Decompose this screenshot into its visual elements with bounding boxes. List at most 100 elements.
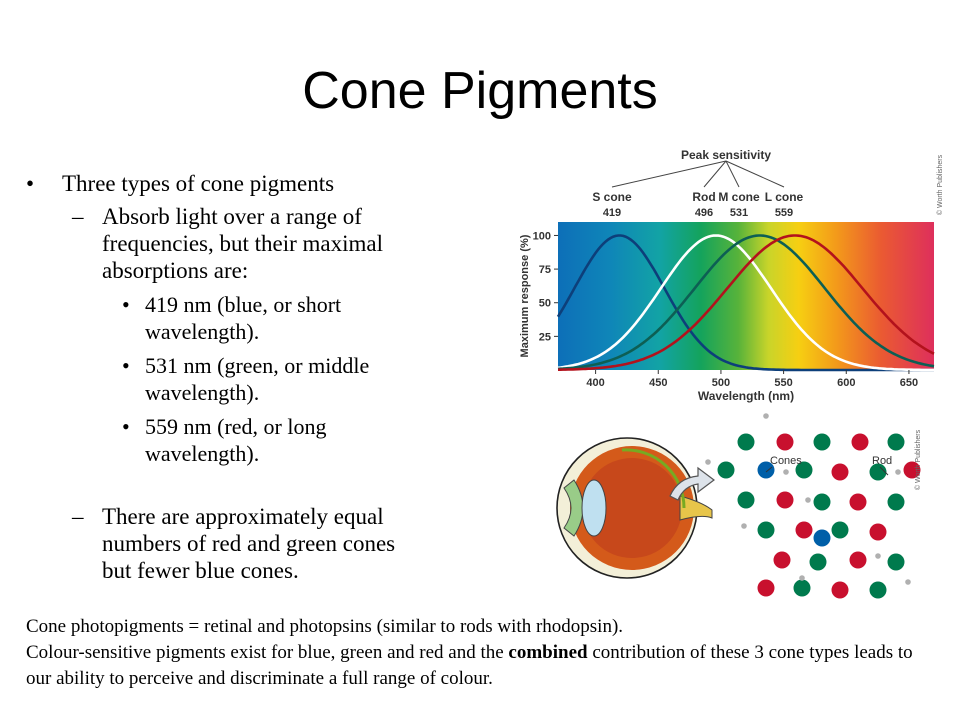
x-tick-label: 450: [649, 377, 667, 389]
x-tick-label: 600: [837, 377, 855, 389]
bullet-item: • 559 nm (red, or long wavelength).: [26, 413, 426, 467]
cone-cell-green: [887, 553, 905, 571]
peak-label: S cone: [592, 190, 632, 204]
x-axis-label: Wavelength (nm): [698, 389, 794, 403]
chart-credit: © Worth Publishers: [936, 154, 944, 215]
peak-label: M cone: [718, 190, 760, 204]
bullet-item-text: 531 nm (green, or middle wavelength).: [145, 353, 370, 405]
bullet-item-text: 419 nm (blue, or short wavelength).: [145, 292, 342, 344]
footer-line-2: Colour-sensitive pigments exist for blue…: [26, 640, 926, 692]
series-line-3: [558, 234, 935, 371]
cones-pointer: [765, 466, 773, 473]
cone-cell-red: [776, 433, 794, 451]
x-tick-label: 650: [900, 377, 918, 389]
peak-connector: [725, 160, 785, 188]
cones-label: Cones: [770, 455, 802, 467]
cone-cell-red: [851, 433, 869, 451]
cone-cell-green: [737, 491, 755, 509]
cone-cell-green: [813, 433, 831, 451]
cone-cell-green: [809, 553, 827, 571]
cone-cell-red: [831, 581, 849, 599]
retina-figure: Cones Rod © Worth Publishers: [552, 410, 932, 610]
rod-cell: [763, 413, 769, 419]
bullet-dot-icon: •: [122, 414, 130, 439]
rod-cell: [705, 459, 711, 465]
rod-label: Rod: [872, 455, 892, 467]
figure-credit: © Worth Publishers: [914, 429, 922, 490]
sensitivity-chart: S cone 419 Rod 496 M cone 531 L cone 559 400 450…: [514, 145, 960, 410]
cone-cell-red: [773, 551, 791, 569]
peak-connector: [703, 160, 727, 188]
chart-title: Peak sensitivity: [681, 148, 771, 162]
bullet-sub: – Absorb light over a range of frequenci…: [26, 203, 426, 284]
bullet-dot-icon: •: [26, 171, 35, 196]
cone-cell-red: [903, 461, 921, 479]
cone-cell-green: [793, 579, 811, 597]
series-line-2: [557, 234, 935, 371]
rod-cell: [805, 497, 811, 503]
rod-pointer: [879, 466, 889, 476]
dash-icon: –: [72, 504, 84, 529]
cone-cell-green: [869, 463, 887, 481]
bullet-item: • 531 nm (green, or middle wavelength).: [26, 352, 426, 406]
x-tick-label: 400: [586, 377, 604, 389]
bullet-main: • Three types of cone pigments: [26, 170, 426, 197]
arrow-icon: [669, 466, 715, 501]
peak-value: 496: [695, 207, 713, 219]
cone-cell-red: [849, 493, 867, 511]
bullet-dot-icon: •: [122, 353, 130, 378]
cone-cell-red: [869, 523, 887, 541]
bullet-item-text: 559 nm (red, or long wavelength).: [145, 414, 327, 466]
cone-cell-green: [757, 521, 775, 539]
y-tick-label: 75: [539, 264, 551, 276]
dash-icon: –: [72, 204, 84, 229]
peak-value: 419: [603, 207, 621, 219]
eye-icon: [556, 437, 713, 579]
cone-cell-blue: [813, 529, 831, 547]
x-tick-label: 500: [712, 377, 730, 389]
bullet-list: • Three types of cone pigments – Absorb …: [26, 170, 426, 584]
cone-cell-red: [776, 491, 794, 509]
sensitivity-chart-svg: S cone 419 Rod 496 M cone 531 L cone 559 400 450…: [519, 148, 944, 403]
spectrum-background: [558, 222, 934, 370]
y-axis-label: Maximum response (%): [519, 234, 531, 357]
bullet-sub-text: Absorb light over a range of frequencies…: [102, 204, 384, 283]
cone-cell-green: [737, 433, 755, 451]
x-tick-label: 550: [774, 377, 792, 389]
cone-cell-green: [813, 493, 831, 511]
cone-cell-green: [887, 433, 905, 451]
y-tick-label: 50: [539, 298, 551, 310]
cone-cell-green: [869, 581, 887, 599]
peak-label: Rod: [692, 190, 715, 204]
slide-title: Cone Pigments: [302, 62, 658, 120]
y-tick-label: 25: [539, 331, 551, 343]
rod-cell: [783, 469, 789, 475]
footer-line-1: Cone photopigments = retinal and photops…: [26, 616, 624, 637]
footer-text: Cone photopigments = retinal and photops…: [26, 614, 926, 692]
rod-cell: [905, 579, 911, 585]
cone-cell-red: [795, 521, 813, 539]
peak-value: 559: [775, 207, 793, 219]
rod-cell: [799, 575, 805, 581]
footer-bold-word: combined: [508, 642, 588, 663]
retina-figure-svg: Cones Rod © Worth Publishers: [556, 413, 922, 599]
rod-cell: [875, 553, 881, 559]
cone-cell-green: [795, 461, 813, 479]
bullet-dot-icon: •: [122, 292, 130, 317]
peak-value: 531: [730, 207, 748, 219]
peak-connector: [725, 160, 740, 188]
cone-cell-green: [887, 493, 905, 511]
cone-cell-red: [757, 579, 775, 597]
rod-cell: [741, 523, 747, 529]
bullet-main-text: Three types of cone pigments: [62, 171, 335, 196]
peak-label: L cone: [765, 190, 804, 204]
rod-cell: [895, 469, 901, 475]
cone-cell-green: [717, 461, 735, 479]
bullet-sub-text: There are approximately equal numbers of…: [102, 504, 396, 583]
series-line-1: [557, 234, 934, 372]
peak-connector: [611, 160, 727, 188]
footer-line-2-post: contribution of these 3 cone types leads…: [26, 642, 913, 689]
cone-cell-red: [849, 551, 867, 569]
cone-cell-green: [831, 521, 849, 539]
series-line-0: [556, 234, 934, 372]
